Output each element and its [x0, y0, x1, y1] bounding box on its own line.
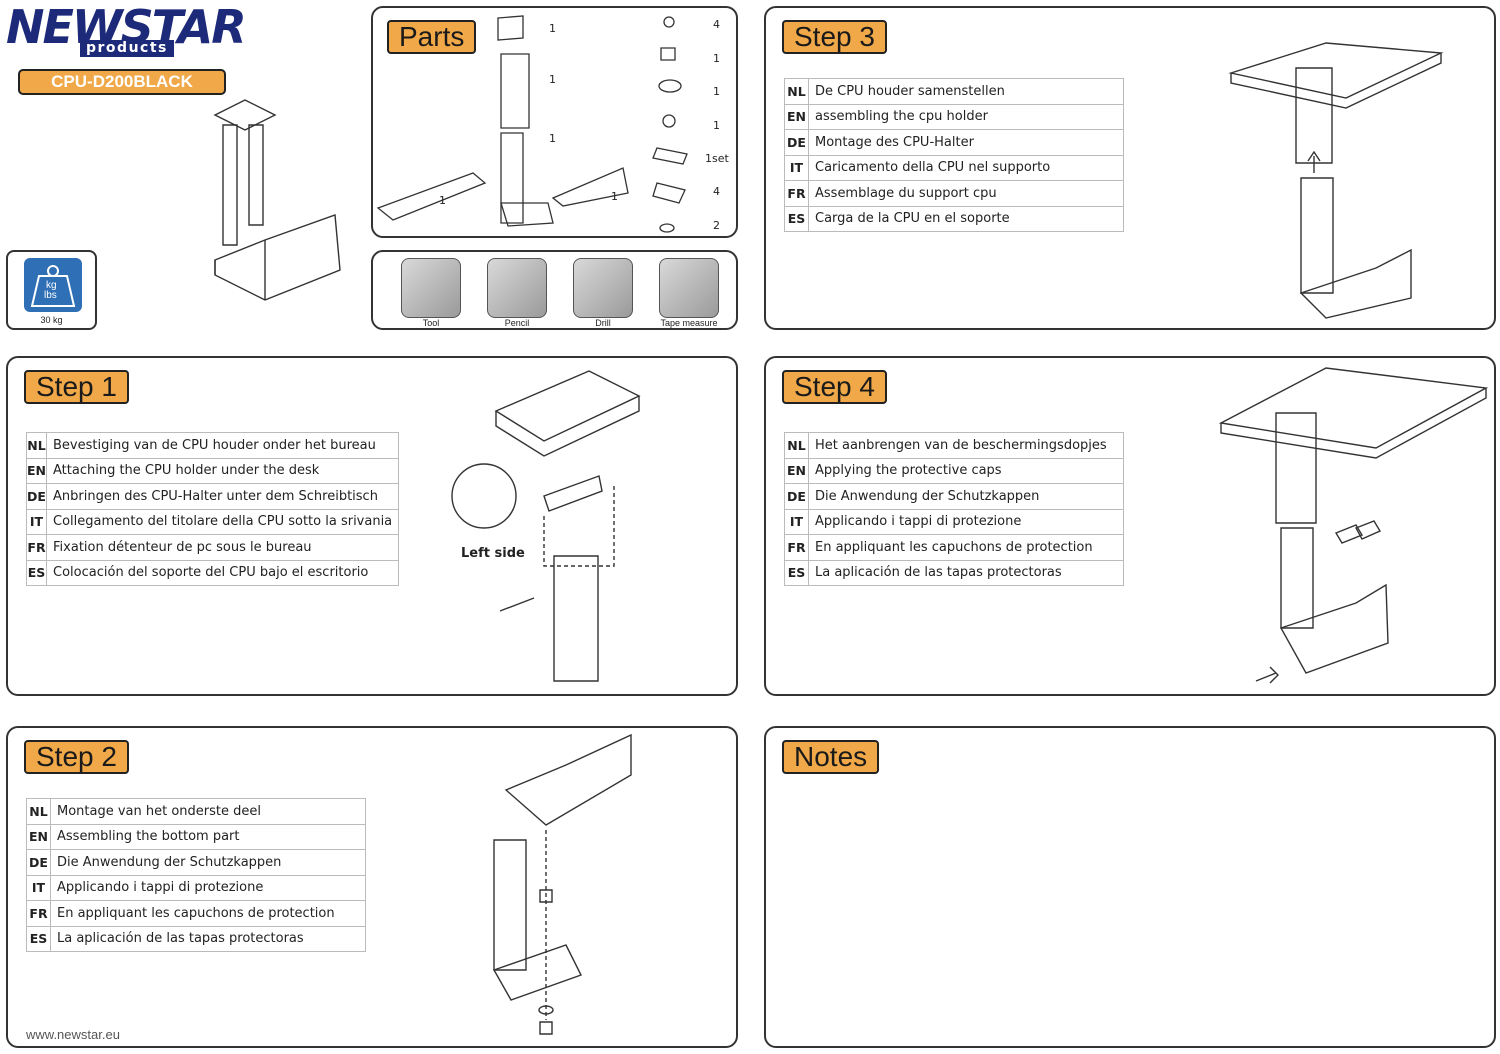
step2-title: Step 2 — [24, 740, 129, 774]
part-qty-bracket: 1 — [549, 22, 556, 35]
part-qty-strip: 1set — [705, 152, 729, 165]
weight-unit-lbs: lbs — [44, 290, 57, 301]
tool-label-tape-measure: Tape measure — [660, 318, 718, 328]
part-qty-lower-rail: 1 — [549, 132, 556, 145]
part-qty-screws: 4 — [713, 18, 720, 31]
part-qty-pads: 4 — [713, 185, 720, 198]
step3-title: Step 3 — [782, 20, 887, 54]
step2-illustration — [486, 730, 636, 1040]
screwdriver-icon — [401, 258, 461, 318]
parts-title: Parts — [387, 20, 477, 54]
step4-illustration — [1216, 363, 1491, 693]
tape-measure-icon — [659, 258, 719, 318]
newstar-logo: NEWSTAR products — [6, 2, 247, 60]
max-weight-badge: kg lbs 30 kg — [6, 250, 97, 330]
step1-illustration — [444, 366, 644, 686]
part-qty-allen-key: 1 — [439, 194, 446, 207]
tool-label-pencil: Pencil — [504, 318, 530, 328]
weight-caption: 30 kg — [40, 315, 63, 325]
tools-panel: Tool Pencil Drill Tape measure — [371, 250, 738, 330]
step1-title: Step 1 — [24, 370, 129, 404]
part-qty-knob: 1 — [713, 119, 720, 132]
brand-sub: products — [80, 40, 174, 57]
tool-label-tool: Tool — [422, 318, 440, 328]
step3-illustration — [1226, 28, 1486, 323]
part-qty-base: 1 — [611, 190, 618, 203]
parts-panel: Parts 4 1 1 1 1set 4 2 1 1 1 1 1 — [371, 6, 738, 238]
part-qty-caps: 2 — [713, 219, 720, 232]
step1-left-side-label: Left side — [461, 546, 525, 561]
notes-panel: Notes — [764, 726, 1496, 1048]
product-overview-illustration — [205, 95, 350, 305]
pencil-icon — [487, 258, 547, 318]
part-qty-rail: 1 — [549, 73, 556, 86]
weight-unit-kg: kg — [46, 280, 57, 291]
parts-illustration — [373, 8, 736, 236]
drill-icon — [573, 258, 633, 318]
model-badge: CPU-D200BLACK — [18, 69, 226, 95]
website-link[interactable]: www.newstar.eu — [26, 1027, 120, 1042]
step4-title: Step 4 — [782, 370, 887, 404]
tool-label-drill: Drill — [595, 318, 611, 328]
weight-icon: kg lbs — [24, 258, 82, 312]
part-qty-spacer: 1 — [713, 52, 720, 65]
part-qty-washer: 1 — [713, 85, 720, 98]
notes-title: Notes — [782, 740, 880, 774]
